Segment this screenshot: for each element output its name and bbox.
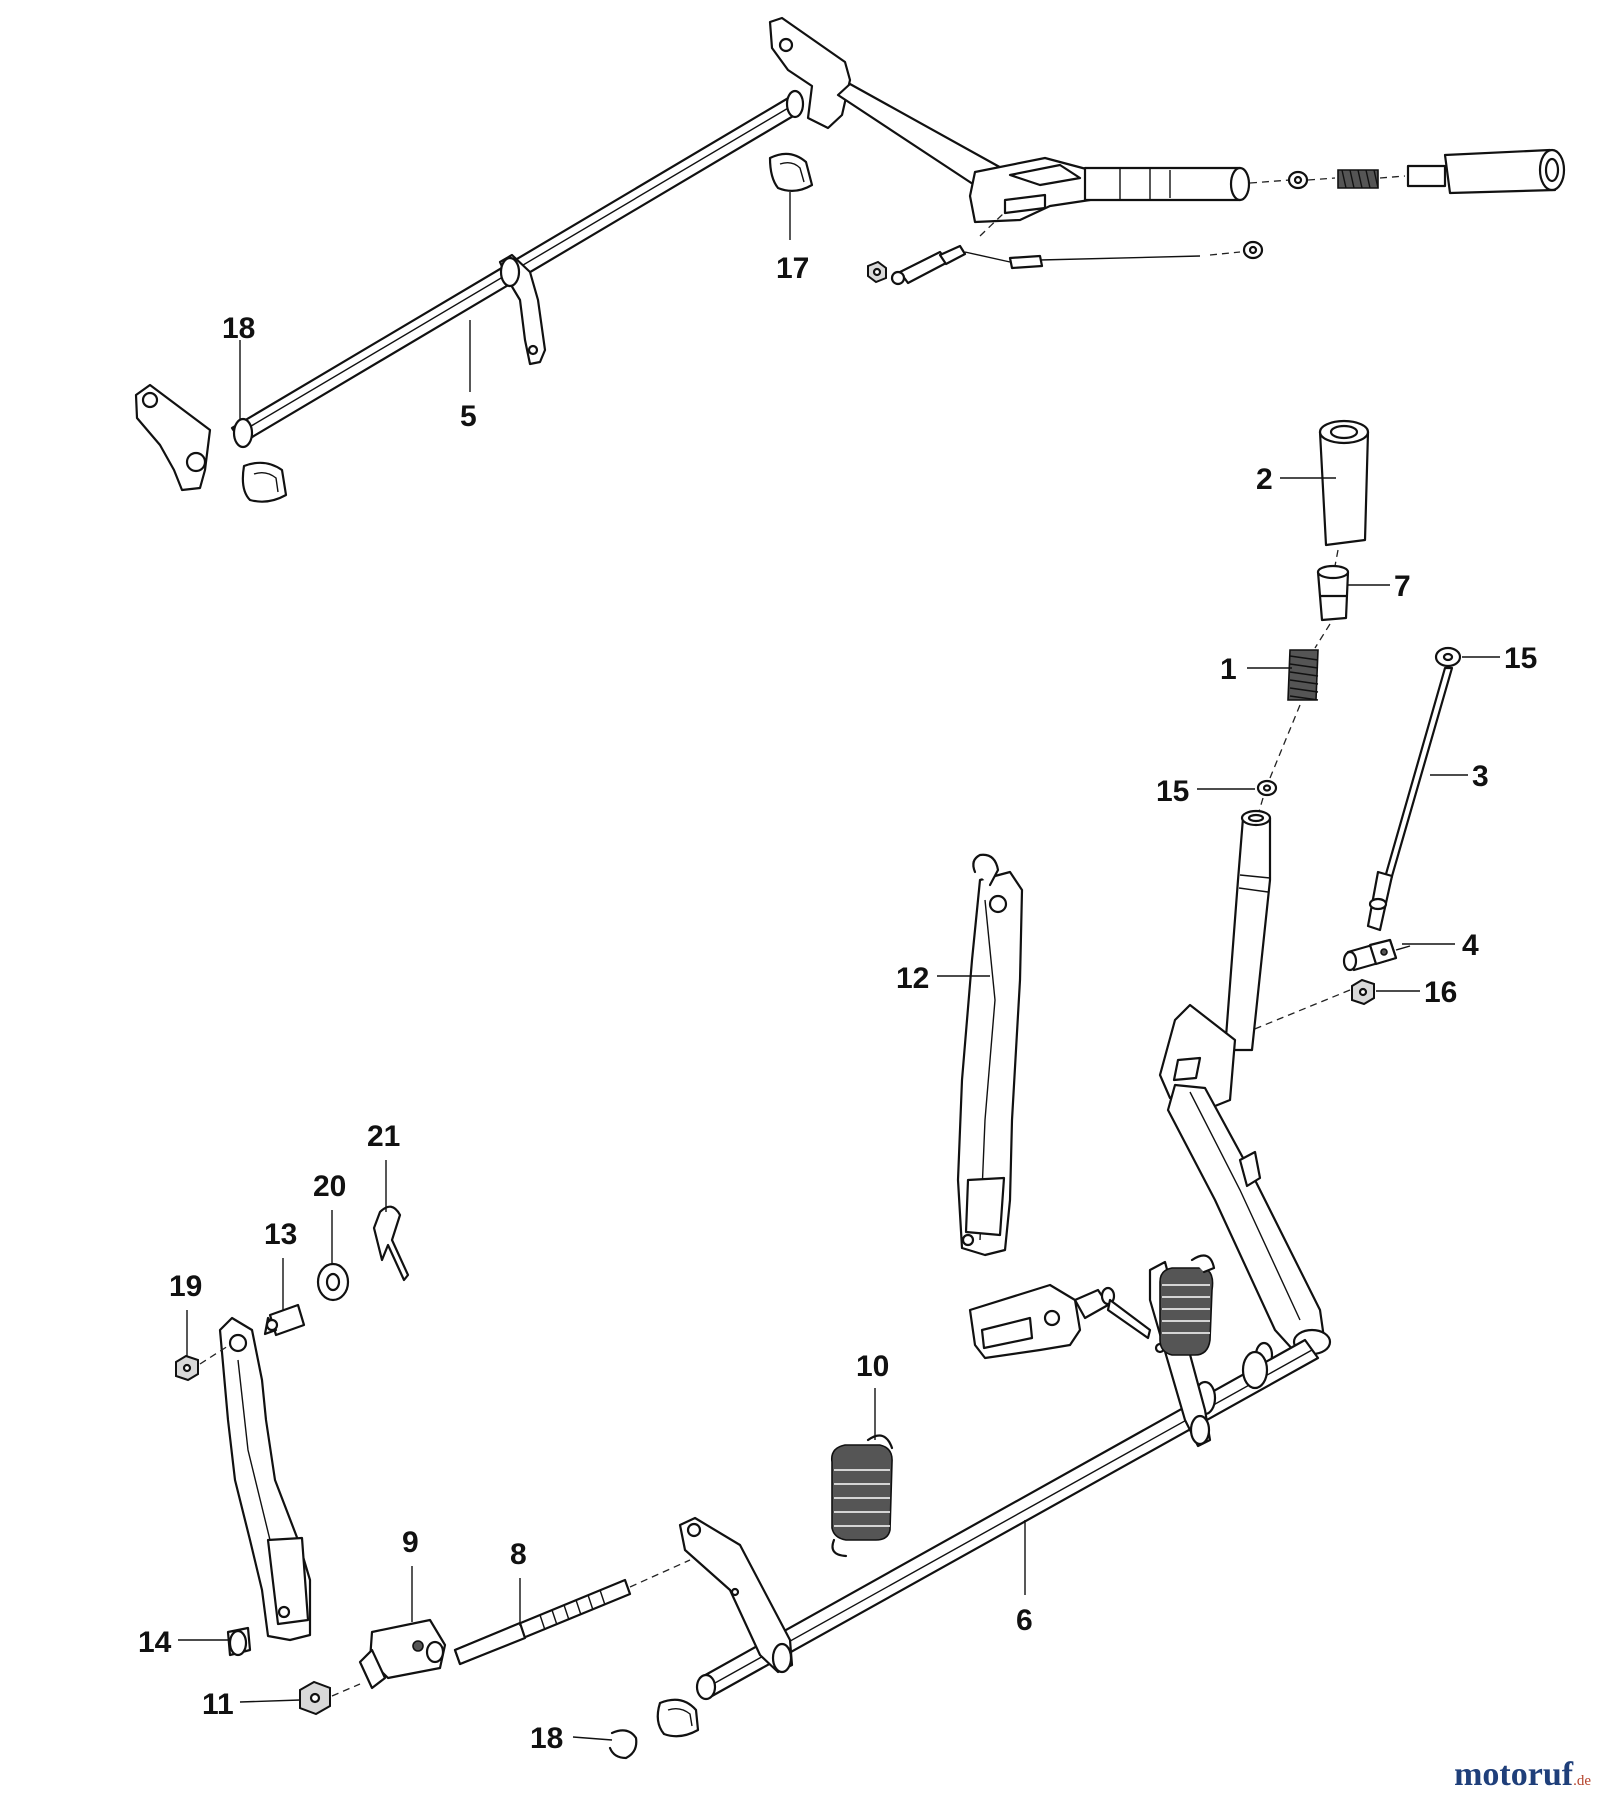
watermark-tld: .de (1573, 1773, 1591, 1789)
callout-20: 20 (313, 1170, 346, 1203)
part-18-bushing-upper (241, 461, 288, 503)
callout-18: 18 (222, 312, 255, 345)
callout-15: 15 (1504, 642, 1537, 675)
upper-nut (867, 260, 887, 284)
part-1-spring (1287, 649, 1319, 701)
upper-spring (1337, 169, 1379, 189)
callout-3: 3 (1472, 760, 1489, 793)
callout-15: 15 (1156, 775, 1189, 808)
part-11-nut (299, 1680, 331, 1716)
left-link-arm (218, 1316, 312, 1642)
lever-spring (1159, 1254, 1216, 1356)
callout-13: 13 (264, 1218, 297, 1251)
callout-9: 9 (402, 1526, 419, 1559)
part-19-nut (175, 1354, 199, 1382)
part-4-ferrule (1342, 938, 1411, 972)
part-3-rod (1366, 666, 1454, 932)
part-7-sleeve (1316, 564, 1350, 622)
callout-4: 4 (1462, 929, 1479, 962)
callout-12: 12 (896, 962, 929, 995)
part-2-grip (1318, 419, 1370, 547)
callout-labels: 17 18 5 2 7 1 15 15 3 4 16 12 21 20 13 1… (138, 252, 1537, 1755)
part-16-nut (1351, 978, 1375, 1006)
callout-2: 2 (1256, 463, 1273, 496)
callout-14: 14 (138, 1626, 172, 1659)
part-10-spring (830, 1434, 894, 1558)
part-12-link-arm (956, 853, 1024, 1257)
callout-8: 8 (510, 1538, 527, 1571)
callout-6: 6 (1016, 1604, 1033, 1637)
part-18-bushing-lower (656, 1698, 700, 1738)
part-15-washer-lower (1256, 779, 1278, 797)
motoruf-watermark: motoruf.de (1454, 1756, 1591, 1794)
upper-handle-hardware (1249, 148, 1566, 195)
upper-cable-link (867, 211, 1264, 286)
callout-17: 17 (776, 252, 809, 285)
callout-16: 16 (1424, 976, 1457, 1009)
callout-7: 7 (1394, 570, 1411, 603)
callout-18: 18 (530, 1722, 563, 1755)
callout-1: 1 (1220, 653, 1237, 686)
part-15-washer-upper (1434, 646, 1462, 668)
part-5-upper-lift-shaft (134, 16, 1251, 492)
part-6-lower-lift-shaft (678, 809, 1332, 1701)
part-18-eclip (608, 1729, 638, 1760)
part-20-washer (316, 1262, 350, 1302)
part-9-trunnion (358, 1618, 447, 1690)
callout-21: 21 (367, 1120, 400, 1153)
callout-11: 11 (202, 1688, 234, 1721)
part-17-clip (768, 152, 814, 192)
part-8-threaded-rod (453, 1578, 632, 1666)
callout-19: 19 (169, 1270, 202, 1303)
part-14-pin (226, 1626, 252, 1657)
callout-10: 10 (856, 1350, 889, 1383)
callout-5: 5 (460, 400, 477, 433)
leader-lines (178, 192, 1500, 1741)
part-21-hairpin (372, 1205, 410, 1282)
watermark-text: motoruf (1454, 1756, 1574, 1793)
part-13-stud (263, 1303, 306, 1337)
